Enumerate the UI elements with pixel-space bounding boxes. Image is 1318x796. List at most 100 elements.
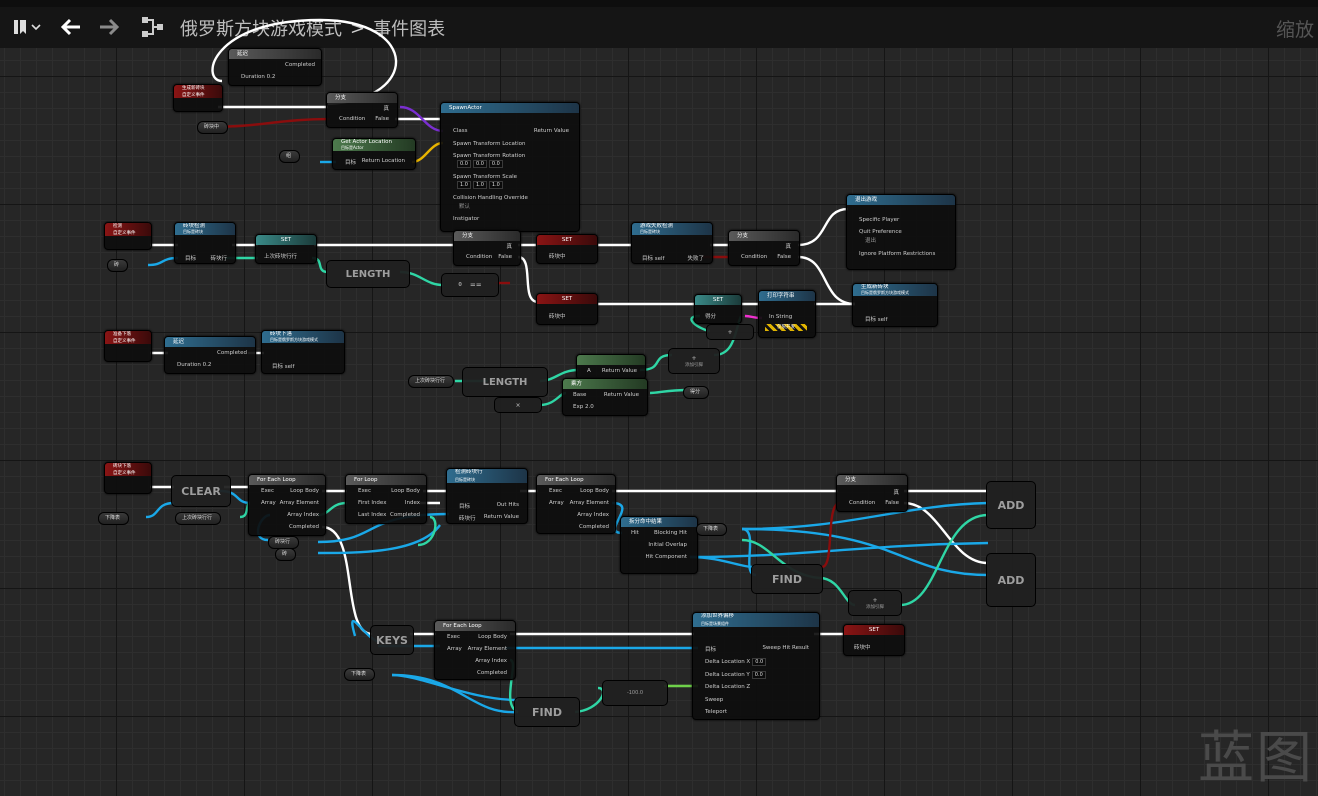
event-ready-fall[interactable]: 准备下落自定义事件	[104, 330, 152, 362]
break-hit-result-node[interactable]: 拆分命中结果 Hit Blocking Hit Initial Overlap …	[620, 516, 698, 574]
duration-value[interactable]: 0.2	[266, 74, 276, 80]
add-world-offset-node[interactable]: 添加世界偏移目标是场景组件 目标 Sweep Hit Result Delta …	[692, 612, 820, 720]
return-location-pin[interactable]: Return Location	[361, 158, 405, 164]
out-hits-pin[interactable]: Out Hits	[496, 502, 519, 508]
duration-pin[interactable]: Duration 0.2	[177, 362, 211, 368]
completed-pin[interactable]: Completed	[217, 350, 247, 356]
brick-check-node[interactable]: 砖块检测目标是砖块 目标 砖块行	[174, 222, 236, 264]
hit-pin[interactable]: Hit	[631, 530, 639, 536]
event-check[interactable]: 检测自定义事件	[104, 222, 152, 250]
return-value-pin[interactable]: Return Value	[533, 128, 569, 134]
array-index-pin[interactable]: Array Index	[475, 658, 507, 664]
var-brick-1[interactable]: 砖块中	[197, 121, 229, 134]
delay-node-1[interactable]: 延迟 Completed Duration 0.2	[228, 48, 322, 86]
quit-preference-pin[interactable]: Quit Preference	[859, 229, 902, 235]
target-pin[interactable]: 目标 self	[865, 315, 887, 323]
completed-pin[interactable]: Completed	[289, 524, 319, 530]
loop-body-pin[interactable]: Loop Body	[391, 488, 420, 494]
instigator-pin[interactable]: Instigator	[453, 216, 480, 222]
exec-pin[interactable]: Exec	[447, 634, 460, 640]
length-node-2[interactable]: LENGTH	[462, 367, 548, 397]
var-last-rows-2[interactable]: 上次砖块行行	[175, 512, 222, 525]
add-pin-label[interactable]: 添加引脚	[685, 362, 703, 368]
set-node-1[interactable]: SET 上次砖块行行	[255, 234, 317, 264]
forward-button[interactable]	[96, 14, 122, 40]
ignore-platform-pin[interactable]: Ignore Platform Restrictions	[859, 251, 936, 257]
branch-node-1[interactable]: 分支 真 Condition False	[326, 92, 398, 128]
add-pin-label[interactable]: 添加引脚	[866, 604, 884, 610]
duration-value[interactable]: 0.2	[202, 362, 212, 368]
bookmark-menu-button[interactable]	[8, 14, 46, 40]
delta-y-field[interactable]: 0.0	[751, 671, 766, 679]
add-int-node-small[interactable]: +	[706, 324, 754, 340]
false-pin[interactable]: False	[885, 500, 899, 506]
find-node-2[interactable]: FIND	[514, 697, 580, 727]
equal-node[interactable]: 0==	[441, 273, 499, 297]
scale-x-field[interactable]: 1.0	[457, 181, 471, 189]
in-string-pin[interactable]: In String	[769, 314, 793, 320]
quit-preference-select[interactable]: 退出	[865, 238, 877, 244]
set-node-5[interactable]: SET 砖块中	[843, 624, 905, 656]
condition-pin[interactable]: Condition	[849, 500, 876, 506]
sweep-hit-result-pin[interactable]: Sweep Hit Result	[762, 645, 809, 651]
target-pin[interactable]: 目标	[705, 647, 717, 653]
index-pin[interactable]: Index	[404, 500, 420, 506]
false-pin[interactable]: False	[498, 254, 512, 260]
multiply-node[interactable]: A Return Value	[576, 354, 646, 380]
for-loop-node[interactable]: For Loop Exec Loop Body First Index Inde…	[345, 474, 427, 524]
rows-pin[interactable]: 砖块行	[210, 256, 227, 262]
quit-game-node[interactable]: 退出游戏 Specific Player Quit Preference 退出 …	[846, 194, 956, 270]
line-trace-node[interactable]: 检测砖块行目标是砖块 目标 Out Hits 砖块行 Return Value	[446, 468, 528, 524]
true-pin[interactable]: 真	[893, 490, 899, 496]
for-each-loop-3[interactable]: For Each Loop Exec Loop Body Array Array…	[434, 620, 516, 680]
array-element-pin[interactable]: Array Element	[279, 500, 319, 506]
exec-pin[interactable]: Exec	[358, 488, 371, 494]
spawn-scale-pin[interactable]: Spawn Transform Scale	[453, 174, 517, 180]
scale-z-field[interactable]: 1.0	[488, 181, 503, 189]
array-index-pin[interactable]: Array Index	[577, 512, 609, 518]
array-element-pin[interactable]: Array Element	[569, 500, 609, 506]
last-index-pin[interactable]: Last Index	[358, 512, 387, 518]
array-pin[interactable]: Array	[447, 646, 462, 652]
collision-override-pin[interactable]: Collision Handling Override	[453, 195, 528, 201]
var-fall-table-3[interactable]: 下降表	[344, 668, 376, 681]
spawn-brick-node[interactable]: 生成新砖块目标是俄罗斯方块游戏模式 目标 self	[852, 283, 938, 327]
set-node-3[interactable]: SET 砖块中	[536, 293, 598, 325]
completed-pin[interactable]: Completed	[579, 524, 609, 530]
rot-x-field[interactable]: 0.0	[457, 160, 471, 168]
breadcrumb-item-gamemode[interactable]: 俄罗斯方块游戏模式	[180, 19, 342, 40]
delta-z-pin[interactable]: Delta Location Z	[705, 684, 751, 690]
target-pin[interactable]: 目标 self	[272, 362, 294, 370]
set-node-2[interactable]: SET 砖块中	[536, 234, 598, 264]
collision-override-select[interactable]: 默认	[459, 204, 471, 210]
exec-pin[interactable]: Exec	[261, 488, 274, 494]
var-brick-3[interactable]: 砖	[275, 548, 297, 561]
var-self-1[interactable]: 组	[279, 150, 301, 163]
branch-node-3[interactable]: 分支 真 Condition False	[728, 230, 800, 266]
array-pin[interactable]: Array	[549, 500, 564, 506]
spawn-rotation-pin[interactable]: Spawn Transform Rotation	[453, 153, 526, 159]
clear-node[interactable]: CLEAR	[171, 475, 231, 507]
last-rows-pin[interactable]: 上次砖块行行	[264, 254, 298, 260]
add-score-node[interactable]: +添加引脚	[668, 348, 720, 374]
var-last-rows-1[interactable]: 上次砖块行行	[408, 375, 455, 388]
var-brick-2[interactable]: 砖	[107, 259, 129, 272]
array-pin[interactable]: Array	[261, 500, 276, 506]
completed-pin[interactable]: Completed	[477, 670, 507, 676]
condition-pin[interactable]: Condition	[339, 116, 366, 122]
event-brick-fall[interactable]: 砖块下落自定义事件	[104, 462, 152, 494]
exp-value[interactable]: 2.0	[584, 404, 594, 410]
for-each-loop-1[interactable]: For Each Loop Exec Loop Body Array Array…	[248, 474, 326, 536]
a-pin[interactable]: A	[587, 368, 591, 374]
branch-node-2[interactable]: 分支 真 Condition False	[453, 230, 521, 266]
multiply-node-small[interactable]: ×	[494, 397, 542, 413]
brick-fall-call-node[interactable]: 砖块下落目标是俄罗斯方块游戏模式 目标 self	[261, 330, 345, 374]
sweep-pin[interactable]: Sweep	[705, 697, 724, 703]
brick-pin[interactable]: 砖块中	[549, 254, 566, 260]
target-pin[interactable]: 目标 self	[642, 254, 664, 262]
power-node[interactable]: 乘方 Base Return Value Exp 2.0	[562, 378, 648, 416]
for-each-loop-2[interactable]: For Each Loop Exec Loop Body Array Array…	[536, 474, 616, 534]
length-node-1[interactable]: LENGTH	[326, 260, 410, 288]
